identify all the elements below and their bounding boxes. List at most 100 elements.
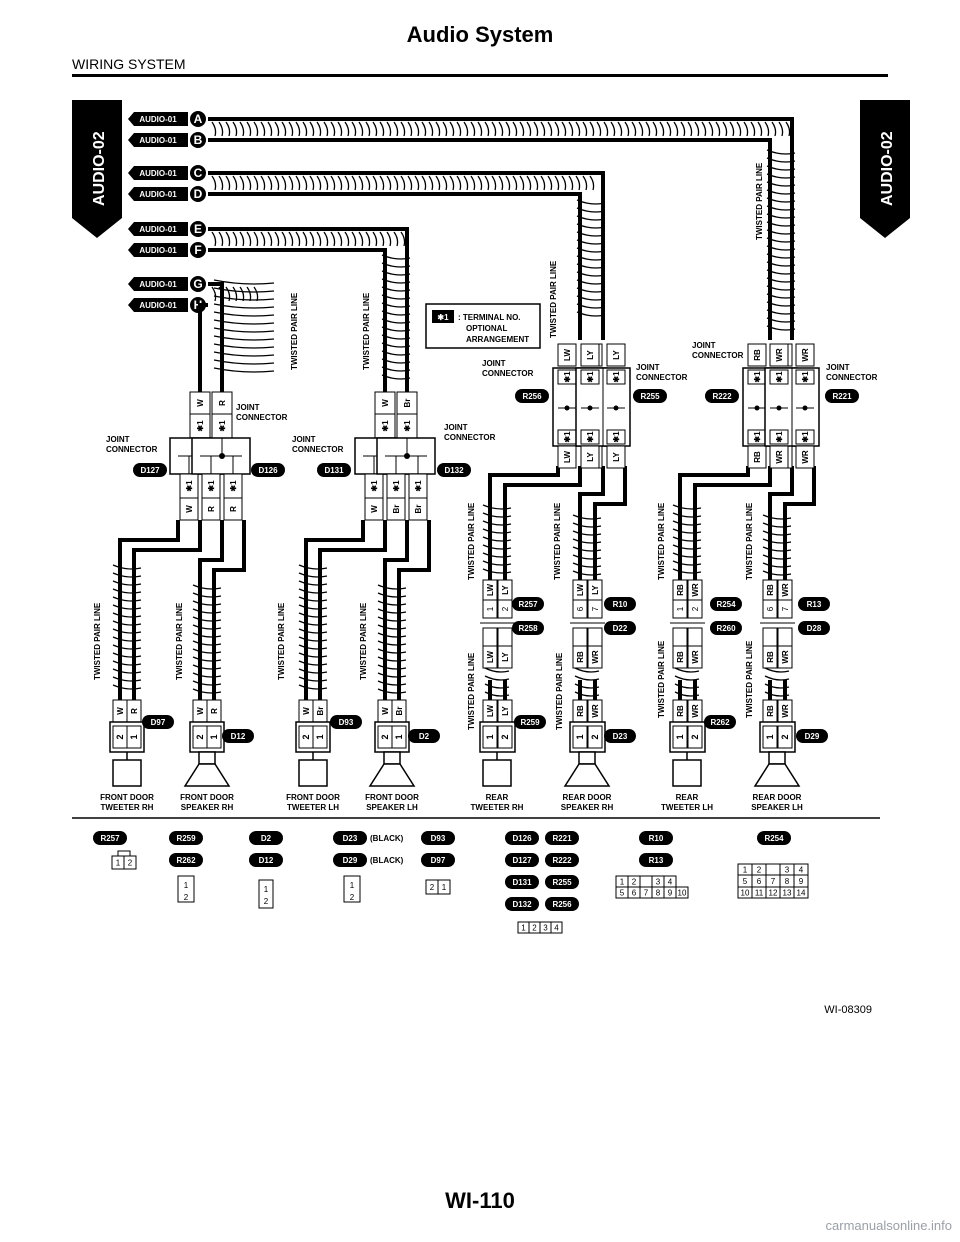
terminal-star: ✱1 — [612, 431, 621, 443]
wire-d93-1 — [304, 520, 365, 700]
legend-pin-number: 14 — [797, 889, 806, 898]
twisted-pair-label: TWISTED PAIR LINE — [555, 652, 564, 730]
wire-color-label: W — [370, 505, 379, 513]
input-letter-badge — [190, 242, 206, 258]
wire-color-label: W — [116, 707, 125, 715]
mid-pin-box — [497, 627, 513, 647]
terminal-star: ✱1 — [563, 371, 572, 383]
mid-pin-box — [497, 599, 513, 619]
twisted-pair-label: TWISTED PAIR LINE — [745, 640, 754, 718]
wire-color-label: Br — [403, 399, 412, 408]
terminal-star: ✱1 — [753, 431, 762, 443]
twist-upper-rear — [572, 514, 602, 576]
device-pin-box — [762, 725, 778, 749]
wire-r10-2 — [593, 466, 627, 580]
device-name: FRONT DOOR — [100, 793, 154, 802]
wire-color-label: W — [196, 399, 205, 407]
joint-ref-label: D126 — [258, 466, 278, 475]
legend-pin-number: 2 — [757, 866, 762, 875]
legend-pin-number: 8 — [785, 877, 790, 886]
legend-pin-number: 13 — [783, 889, 792, 898]
legend-pin-number: 1 — [743, 866, 748, 875]
device-pin-box — [672, 725, 688, 749]
legend-pin-number: 1 — [620, 878, 625, 887]
wire-color-label: Br — [395, 707, 404, 716]
device-pin-number: 1 — [575, 734, 585, 739]
wire-h — [198, 303, 208, 392]
joint-connector-label: JOINT — [236, 403, 260, 412]
terminal-star: ✱1 — [801, 371, 810, 383]
device-pin-box — [587, 725, 603, 749]
input-letter: A — [194, 112, 203, 126]
mid-pin-box — [672, 599, 688, 619]
wire-color-label: LW — [486, 705, 495, 717]
joint-ref-pill — [317, 463, 351, 477]
device-pin-box — [482, 725, 498, 749]
side-tab-right: AUDIO-02 — [860, 100, 910, 238]
side-tab-right-label: AUDIO-02 — [879, 131, 896, 206]
side-tab-left: AUDIO-02 — [72, 100, 122, 238]
joint-ref-label: R256 — [522, 392, 542, 401]
tweeter-body — [672, 759, 702, 787]
twist-d97 — [112, 564, 142, 690]
wire-color-label: RB — [676, 651, 685, 663]
device-pin-box — [497, 725, 513, 749]
twist-d12 — [192, 584, 222, 694]
joint-node — [776, 405, 782, 411]
mid-pin-number: 7 — [781, 606, 790, 611]
joint-connector-label: JOINT — [636, 363, 660, 372]
mid-pin-box — [687, 627, 703, 647]
joint-terminal-box — [795, 429, 815, 445]
twist-cd — [211, 175, 595, 191]
note-line-2: OPTIONAL — [466, 324, 507, 333]
section-subtitle: WIRING SYSTEM — [72, 56, 186, 72]
device-pin-number: 1 — [394, 734, 404, 739]
wire-color-label: LY — [501, 585, 510, 595]
legend-ref-pill — [421, 831, 455, 845]
legend-pin-number: 9 — [799, 877, 804, 886]
legend-ref-pill — [545, 875, 579, 889]
input-pill-label: AUDIO-01 — [139, 280, 177, 289]
wire-color-label: LY — [612, 350, 621, 360]
wire-color-label: WR — [775, 348, 784, 362]
wire-r257-1 — [488, 466, 560, 580]
terminal-star: ✱1 — [381, 420, 390, 432]
device-ref-pill — [604, 729, 636, 743]
mid-pin-box — [777, 599, 793, 619]
terminal-star: ✱1 — [586, 431, 595, 443]
mid-pin-box — [672, 627, 688, 647]
mid-ref-pill — [798, 597, 830, 611]
device-pin-number: 1 — [315, 734, 325, 739]
mid-pin-box — [762, 627, 778, 647]
twist-marks — [112, 121, 796, 697]
joint-connector-label: CONNECTOR — [444, 433, 496, 442]
joint-ref-label: D127 — [140, 466, 160, 475]
input-pill — [128, 298, 188, 312]
speaker-cone — [183, 763, 231, 787]
terminal-star: ✱1 — [775, 371, 784, 383]
legend-pin-number: 2 — [264, 897, 269, 906]
mid-pin-box — [762, 599, 778, 619]
mid-ref-pill — [710, 597, 742, 611]
device-ref-label: R259 — [520, 718, 540, 727]
mid-pin-box — [482, 627, 498, 647]
device-name: REAR DOOR — [753, 793, 802, 802]
twist-d93 — [298, 564, 328, 690]
twist-ab-vertical — [766, 149, 796, 331]
mid-ref-pill — [512, 597, 544, 611]
wire-color-label: LW — [576, 584, 585, 596]
legend-pin-number: 2 — [184, 893, 189, 902]
wire-c — [208, 171, 605, 340]
input-letter: E — [194, 222, 202, 236]
device-pin-number: 1 — [485, 734, 495, 739]
mid-ref-pill — [798, 621, 830, 635]
joint-terminal-box — [606, 369, 626, 385]
joint-wire-color-box — [408, 497, 428, 521]
joint-ref-pill — [825, 389, 859, 403]
twist-upper-rear — [762, 514, 792, 576]
legend-ref-pill — [249, 853, 283, 867]
joint-connector-label: CONNECTOR — [482, 369, 534, 378]
joint-node — [564, 405, 570, 411]
